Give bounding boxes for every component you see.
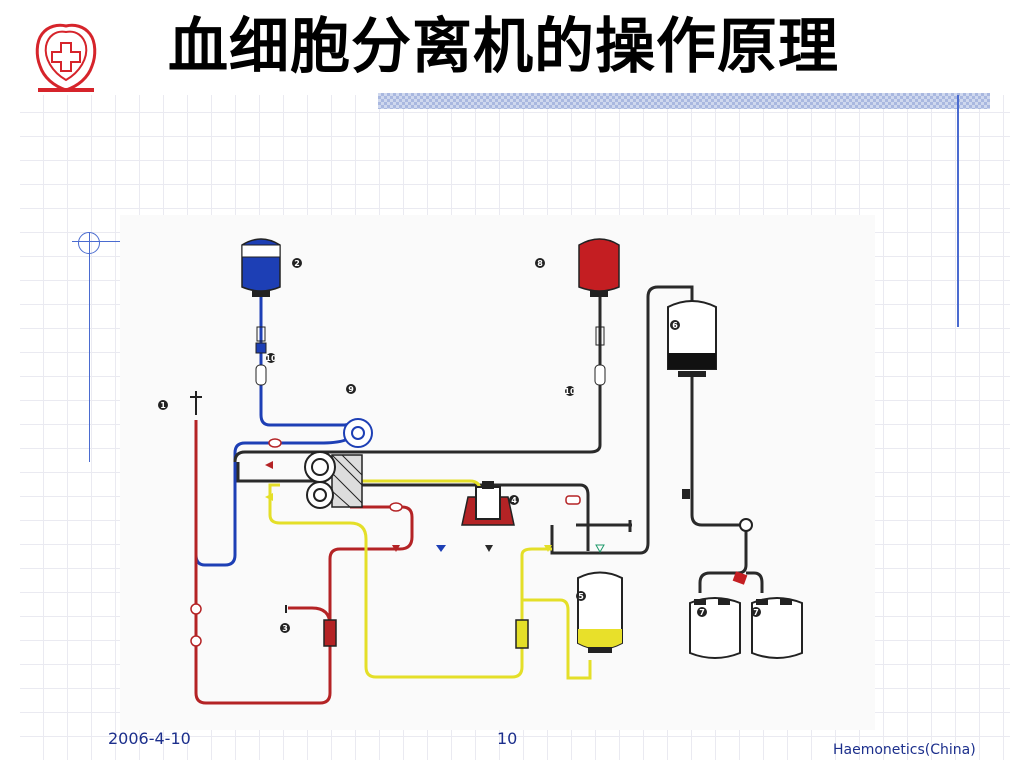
label-2: 2 <box>294 259 300 268</box>
label-9: 9 <box>348 385 354 394</box>
anticoagulant-bag <box>241 238 281 386</box>
decorative-vertical-line-left <box>89 232 90 462</box>
donor-needle <box>190 391 202 415</box>
label-3: 3 <box>282 624 288 633</box>
red-cross-logo-icon <box>30 22 102 96</box>
decorative-checker-bar <box>378 93 990 109</box>
waste-bag <box>667 300 717 377</box>
footer-brand: Haemonetics(China) <box>833 742 976 758</box>
plasma-filter <box>515 619 529 649</box>
label-8: 8 <box>537 259 543 268</box>
label-10a: 10 <box>265 354 277 363</box>
centrifuge-bowl <box>461 481 515 526</box>
footer-date: 2006-4-10 <box>108 729 191 748</box>
crosshair-icon <box>78 232 100 254</box>
label-4: 4 <box>511 496 517 505</box>
label-7b: 7 <box>753 608 759 617</box>
label-6: 6 <box>672 321 678 330</box>
label-7a: 7 <box>699 608 705 617</box>
label-1: 1 <box>160 401 166 410</box>
page-title: 血细胞分离机的操作原理 <box>168 12 839 82</box>
blood-filter <box>285 605 337 647</box>
page-number: 10 <box>497 729 518 748</box>
red-cell-bag <box>578 238 620 386</box>
waste-lines <box>233 285 764 593</box>
decorative-vertical-line <box>957 95 959 327</box>
line-clamps <box>190 438 581 647</box>
pump-assembly <box>304 418 373 509</box>
label-5: 5 <box>578 592 584 601</box>
apheresis-flow-diagram: 2 8 6 5 <box>120 215 875 730</box>
plasma-bag <box>577 571 623 653</box>
label-10b: 10 <box>564 387 576 396</box>
flow-arrows <box>265 461 605 554</box>
